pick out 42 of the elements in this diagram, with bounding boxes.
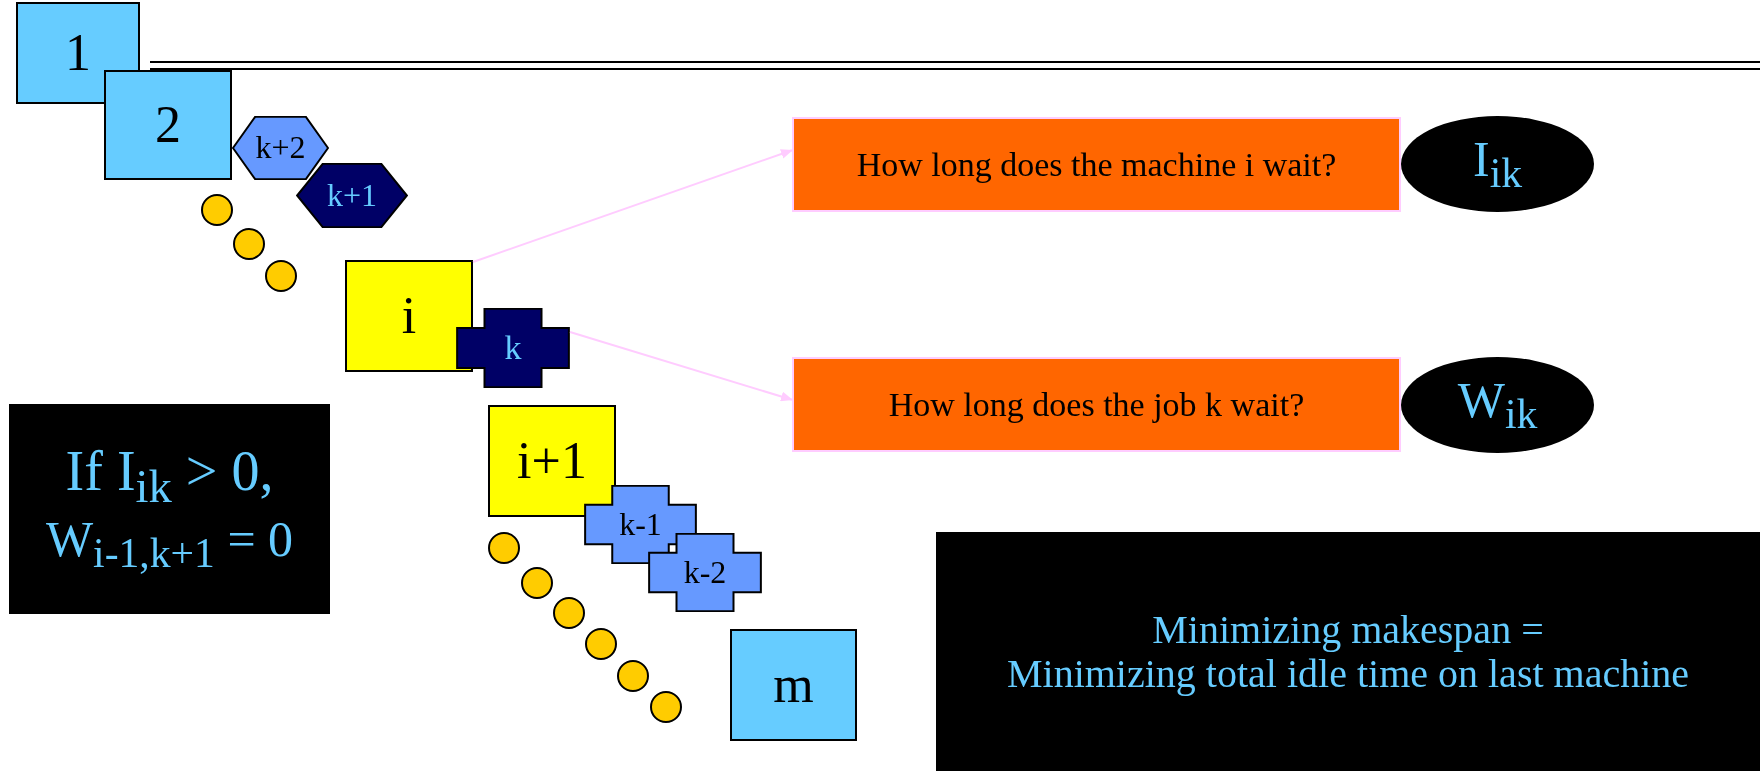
machine-label: 2 [155,96,181,154]
arrow [569,331,793,402]
ellipsis-dot [585,628,617,660]
symbol-label: I$_{ik}$ [1472,131,1523,197]
question-text: How long does the machine i wait? [856,145,1337,184]
ellipsis-dot [617,660,649,692]
symbol-label: W$_{ik}$ [1457,372,1538,438]
job-cross [456,308,570,388]
job-label: k-2 [683,554,727,591]
ellipsis-dot [553,597,585,629]
job-label: k [504,329,522,367]
formula-text: If I$_{ik}$ > 0, [65,440,274,513]
ellipsis-dot [233,228,265,260]
machine-label: m [773,656,814,714]
machine-label: 1 [65,24,91,82]
machine-box [104,70,232,180]
note-text: Minimizing makespan = [1152,607,1544,652]
ellipsis-dot [521,567,553,599]
job-label: k-1 [619,506,662,543]
ellipsis-dot [265,260,297,292]
job-hexagon [232,116,329,180]
machine-box [730,629,857,741]
job-label: k+1 [326,177,377,214]
machine-box [488,405,616,517]
note-box [9,404,330,614]
ellipsis-dot [650,691,682,723]
job-cross [648,533,762,612]
job-hexagon [296,163,408,228]
note-text: Minimizing total idle time on last machine [1006,651,1690,696]
question-box [792,357,1401,452]
job-label: k+2 [255,130,306,166]
question-text: How long does the job k wait? [888,385,1305,424]
machine-box [16,2,140,104]
machine-box [345,260,473,372]
note-box [936,532,1760,771]
formula-text: W$_{i-1,k+1}$ = 0 [45,512,294,578]
machine-label: i+1 [517,432,587,490]
question-box [792,117,1401,212]
machine-label: i [401,287,417,345]
ellipsis-dot [201,194,233,226]
ellipsis-dot [488,532,520,564]
arrow [472,149,793,263]
